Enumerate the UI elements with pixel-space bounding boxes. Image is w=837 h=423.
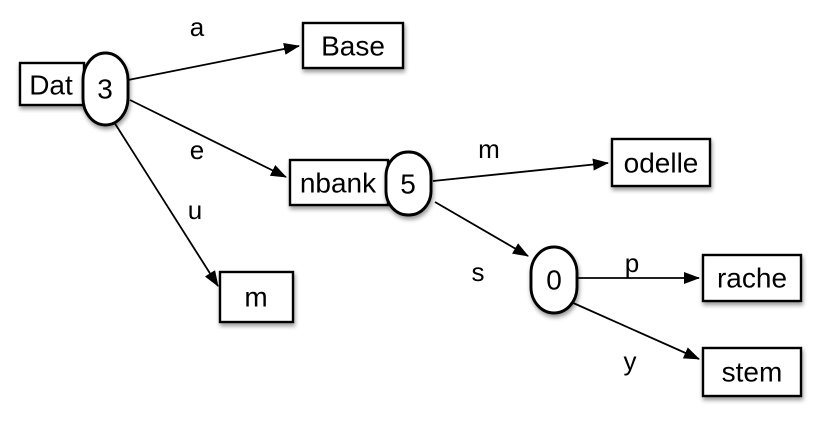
node-base: Base [301,21,405,70]
edge-s-arrow [434,201,529,257]
node-nbank: nbank 5 [288,150,433,217]
node-rache: rache [701,253,803,303]
node-odelle: odelle [610,137,712,188]
node-m-box [218,270,295,324]
node-stem-label: stem [722,357,783,388]
node-zero-count-bubble [529,245,579,315]
node-rache-box [701,253,803,303]
node-base-box [301,21,405,70]
edge-p-label: p [625,248,639,278]
node-stem: stem [701,346,803,398]
edge-y-arrow [570,301,700,360]
node-dat-prefix: Dat [29,70,73,101]
node-nbank-label: nbank [300,168,377,199]
node-odelle-label: odelle [624,148,699,179]
edge-labels: a e u m s p y [188,12,639,376]
node-m-label: m [244,282,267,313]
node-stem-box [701,346,803,398]
node-nbank-count: 5 [400,169,416,200]
node-dat-count: 3 [97,74,113,105]
edge-m-label: m [478,134,500,164]
node-zero: 0 [529,245,579,315]
edge-a-label: a [190,12,205,42]
edge-u-label: u [188,195,202,225]
edge-e-label: e [190,135,204,165]
node-base-label: Base [321,31,385,62]
node-rache-label: rache [717,263,787,294]
node-dat: Dat 3 [18,51,130,127]
edge-m-arrow [432,158,609,182]
edges [113,43,700,360]
node-zero-count: 0 [546,265,562,296]
node-dat-box [18,61,86,107]
node-nbank-count-bubble [384,150,433,217]
edge-u-arrow [113,121,219,287]
node-dat-count-bubble [81,51,130,127]
edge-e-arrow [129,99,287,178]
edge-y-label: y [624,346,637,376]
node-m: m [218,270,295,324]
edge-a-arrow [127,43,300,81]
node-nbank-box [288,158,390,207]
edge-s-label: s [472,257,485,287]
node-odelle-box [610,137,712,188]
